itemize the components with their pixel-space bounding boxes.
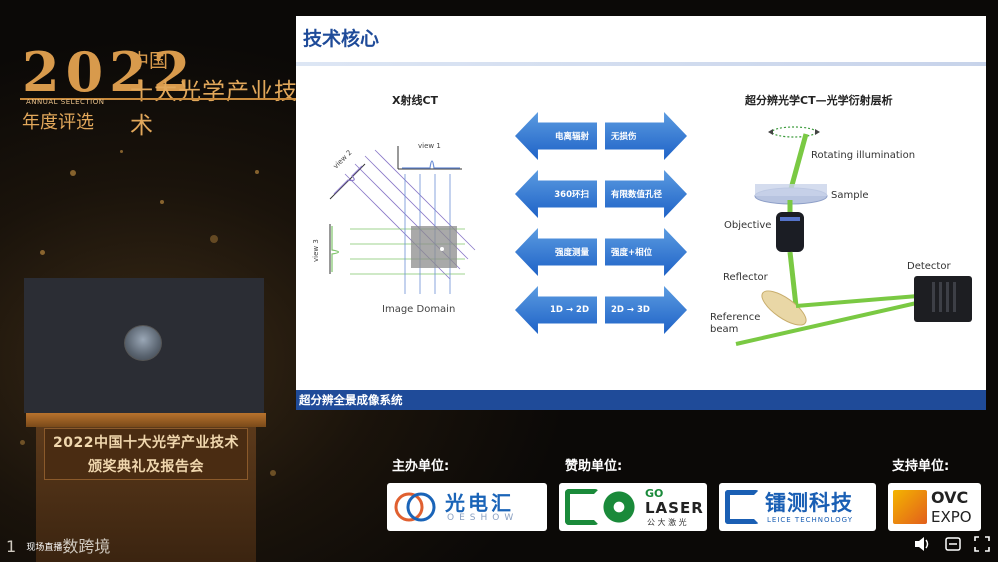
watermark: 1 现场直播数跨境: [6, 533, 111, 556]
comparison-right-arrow: 有限数值孔径: [605, 170, 687, 218]
ovc-mark-icon: [893, 490, 927, 524]
comparison-left-arrow: 电离辐射: [515, 112, 597, 160]
podium-top: [26, 413, 266, 427]
event-logo: 2022 中国 十大光学产业技术 ANNUAL SELECTION 年度评选: [12, 36, 302, 139]
assist-label: 赞助单位:: [565, 459, 623, 474]
comparison-right-label: 强度+相位: [611, 248, 653, 258]
leice-cn: 镭测科技: [765, 491, 853, 515]
slide-footer: 超分辨全景成像系统: [296, 390, 986, 410]
sample-label: Sample: [831, 190, 869, 201]
comparison-right-arrow: 无损伤: [605, 112, 687, 160]
golaser-star-icon: [601, 489, 637, 525]
host-label: 主办单位:: [392, 459, 450, 474]
slide-footer-text: 超分辨全景成像系统: [299, 393, 403, 407]
leice-logo: 镭测科技 LEICE TECHNOLOGY: [719, 483, 876, 531]
ct-projection-diagram: view 1 view 2 view 3: [312, 142, 476, 294]
oeshow-en: OESHOW: [447, 513, 519, 523]
podium-sign: 2022中国十大光学产业技术 颁奖典礼及报告会: [44, 428, 248, 480]
bokeh-light: [40, 250, 45, 255]
slide-title: 技术核心: [303, 28, 380, 50]
objective-label: Objective: [724, 220, 772, 231]
bokeh-light: [160, 200, 164, 204]
golaser-go: GO: [645, 487, 664, 500]
view3-label: view 3: [312, 239, 320, 262]
support-label: 支持单位:: [892, 459, 950, 474]
optical-ct-title: 超分辨光学CT—光学衍射层析: [745, 94, 893, 107]
podium-line-2: 颁奖典礼及报告会: [88, 459, 204, 475]
leice-mark-icon: [725, 490, 759, 524]
comparison-right-label: 2D → 3D: [611, 305, 650, 315]
live-badge: 现场直播: [26, 543, 63, 553]
slide-header: 技术核心: [296, 16, 986, 64]
ovc-expo-logo: OVC EXPO: [888, 483, 981, 531]
speaker-avatar: [124, 325, 162, 361]
speaker-icon[interactable]: [912, 535, 932, 555]
xray-ct-title: X射线CT: [392, 94, 439, 107]
logo-selection: 年度评选: [22, 112, 94, 133]
view2-label: view 2: [332, 149, 354, 171]
watermark-text: 数跨境: [62, 537, 111, 556]
optical-setup-diagram: [735, 126, 972, 346]
logo-divider: [20, 98, 302, 100]
image-domain-label: Image Domain: [382, 304, 456, 315]
golaser-g-icon: [565, 489, 599, 525]
rotating-illumination-label: Rotating illumination: [811, 150, 916, 161]
presentation-slide: 技术核心 X射线CT 超分辨光学CT—光学衍射层析: [296, 16, 986, 410]
bokeh-light: [210, 235, 218, 243]
comparison-left-arrow: 360环扫: [515, 170, 597, 218]
reflector-label: Reflector: [723, 272, 768, 283]
comparison-right-label: 有限数值孔径: [611, 190, 663, 200]
comparison-left-label: 360环扫: [554, 190, 589, 200]
bokeh-light: [270, 470, 276, 476]
comparison-left-arrow: 强度测量: [515, 228, 597, 276]
logo-country: 中国: [130, 50, 169, 72]
logo-title: 十大光学产业技术: [130, 79, 298, 139]
ovc-text: OVC: [931, 488, 969, 507]
comparison-left-label: 强度测量: [554, 248, 589, 258]
logo-annual: ANNUAL SELECTION: [26, 98, 105, 106]
podium-line-1: 2022中国十大光学产业技术: [53, 435, 239, 451]
leice-en: LEICE TECHNOLOGY: [767, 516, 854, 524]
bokeh-light: [20, 440, 25, 445]
watermark-prefix: 1: [6, 537, 27, 556]
slide-header-divider: [296, 62, 986, 66]
logo-year: 2022: [22, 40, 197, 104]
comparison-left-arrow: 1D → 2D: [515, 286, 597, 334]
comparison-left-label: 1D → 2D: [550, 305, 589, 315]
bokeh-light: [120, 150, 123, 153]
reference-label-line1: Reference: [710, 312, 761, 323]
bokeh-light: [255, 170, 259, 174]
bokeh-light: [70, 170, 76, 176]
comparison-right-arrow: 2D → 3D: [605, 286, 687, 334]
reference-label-line2: beam: [710, 324, 739, 335]
view1-label: view 1: [418, 142, 441, 150]
golaser-logo: GO LASER 公 大 激 光: [559, 483, 707, 531]
golaser-laser: LASER: [645, 499, 704, 517]
comparison-left-label: 电离辐射: [554, 132, 589, 142]
detector-label: Detector: [907, 261, 951, 272]
comparison-right-label: 无损伤: [611, 132, 637, 142]
fullscreen-icon[interactable]: [972, 535, 992, 555]
subtitle-icon[interactable]: [943, 535, 963, 555]
comparison-right-arrow: 强度+相位: [605, 228, 687, 276]
golaser-cn: 公 大 激 光: [647, 518, 687, 527]
ovc-expo-text: EXPO: [931, 508, 972, 526]
oeshow-logo: 光电汇 OESHOW: [387, 483, 547, 531]
oeshow-mark-icon: [394, 492, 436, 522]
oeshow-cn: 光电汇: [445, 491, 514, 515]
reference-beam-label: Reference beam: [710, 312, 760, 336]
